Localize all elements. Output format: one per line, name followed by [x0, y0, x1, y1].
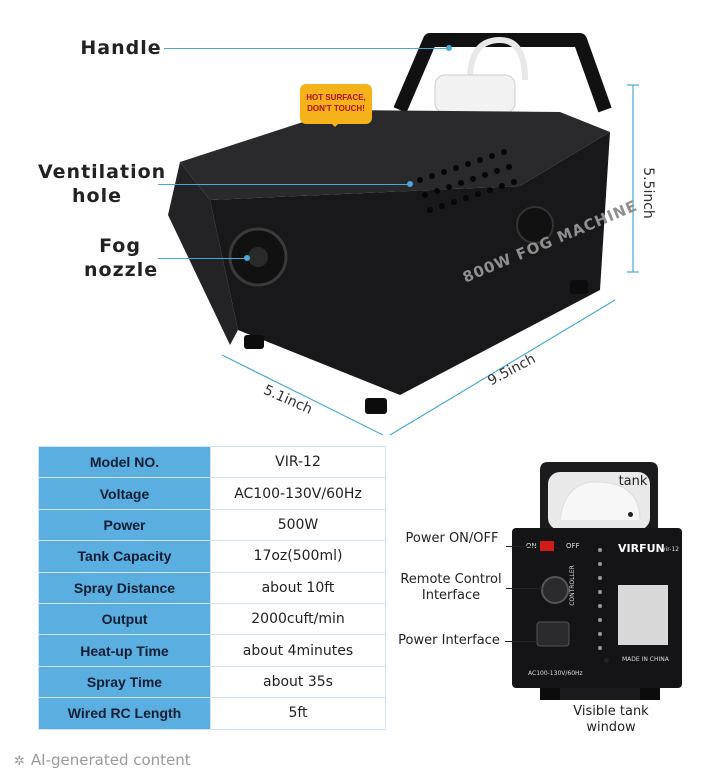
spec-value: 17oz(500ml): [210, 540, 386, 573]
warning-line2: DON'T TOUCH!: [307, 104, 365, 113]
callout-ventilation-hole: Ventilation hole: [38, 160, 167, 208]
footer-label: AI-generated content: [30, 751, 191, 769]
rear-made-in: MADE IN CHINA: [622, 656, 669, 663]
spec-value: 500W: [210, 508, 386, 542]
callout-fog-line2: nozzle: [84, 259, 159, 281]
callout-handle: Handle: [80, 37, 162, 59]
handle-leader-dot: [446, 45, 452, 51]
window-leader-dot: [604, 658, 609, 663]
rear-voltage-label: AC100-130V/60Hz: [528, 670, 583, 677]
label-visible-window: Visible tank window: [568, 704, 654, 736]
remote-line1: Remote Control: [400, 572, 502, 587]
spec-value: about 35s: [210, 665, 386, 699]
label-tank: tank: [618, 474, 648, 489]
spec-value: VIR-12: [210, 445, 386, 479]
ventilation-leader-dot: [407, 181, 413, 187]
remote-line2: Interface: [421, 588, 481, 603]
spec-value: 2000cuft/min: [210, 602, 386, 636]
spec-key: Power: [38, 508, 211, 542]
window-line2: window: [586, 720, 636, 735]
rear-model: vir-12: [662, 546, 680, 553]
machine-side: [210, 132, 610, 395]
machine-top: [180, 110, 610, 200]
warning-line1: HOT SURFACE,: [306, 93, 366, 102]
tank-bottle: [434, 74, 516, 114]
handle-knob: [516, 206, 554, 244]
spec-key: Spray Time: [38, 665, 211, 699]
rear-off-label: OFF: [566, 542, 580, 550]
spec-key: Spray Distance: [38, 571, 211, 604]
table-row: Model NO.VIR-12: [38, 445, 386, 479]
spec-key: Model NO.: [38, 445, 211, 479]
spec-key: Voltage: [38, 477, 211, 510]
rear-controller-label: CONTROLLER: [568, 565, 576, 606]
spec-key: Output: [38, 602, 211, 636]
label-power-switch: Power ON/OFF: [405, 531, 499, 546]
window-line1: Visible tank: [573, 704, 649, 719]
rear-brand: VIRFUN: [618, 542, 665, 555]
fog-leader-dot: [244, 255, 250, 261]
ai-generated-footer: ✲ AI-generated content: [14, 751, 191, 769]
spec-value: about 4minutes: [210, 634, 386, 667]
fog-leader-line: [158, 258, 246, 259]
rear-panel: [512, 528, 682, 688]
spec-value: AC100-130V/60Hz: [210, 477, 386, 510]
power-switch: [540, 541, 554, 551]
machine-front: [168, 162, 238, 345]
spec-value: 5ft: [210, 697, 386, 730]
callout-fog-line1: Fog: [99, 235, 141, 257]
power-socket: [536, 621, 570, 647]
ventilation-holes: [417, 149, 517, 213]
remote-control-leader: [506, 588, 542, 589]
callout-ventilation-line1: Ventilation: [38, 161, 167, 183]
tank-tube: [467, 36, 528, 81]
spec-key: Heat-up Time: [38, 634, 211, 667]
remote-control-port: [541, 576, 569, 604]
spec-key: Tank Capacity: [38, 540, 211, 573]
power-switch-leader: [506, 546, 540, 547]
dimension-height: 5.5inch: [639, 167, 656, 219]
dimension-lines: [221, 84, 639, 436]
hot-surface-warning: HOT SURFACE, DON'T TOUCH!: [300, 84, 372, 127]
callout-fog-nozzle: Fog nozzle: [84, 234, 159, 282]
spec-key: Wired RC Length: [38, 697, 211, 730]
rear-view-machine: [512, 462, 682, 700]
spec-value: about 10ft: [210, 571, 386, 604]
label-power-interface: Power Interface: [398, 633, 500, 648]
power-interface-leader: [505, 641, 537, 642]
ventilation-leader-line: [158, 184, 410, 185]
tank-leader-dot: [628, 512, 633, 517]
callout-ventilation-line2: hole: [72, 185, 122, 207]
handle-leader-line: [164, 48, 449, 49]
sparkle-icon: ✲: [14, 754, 25, 769]
label-remote-control: Remote Control Interface: [396, 572, 506, 604]
